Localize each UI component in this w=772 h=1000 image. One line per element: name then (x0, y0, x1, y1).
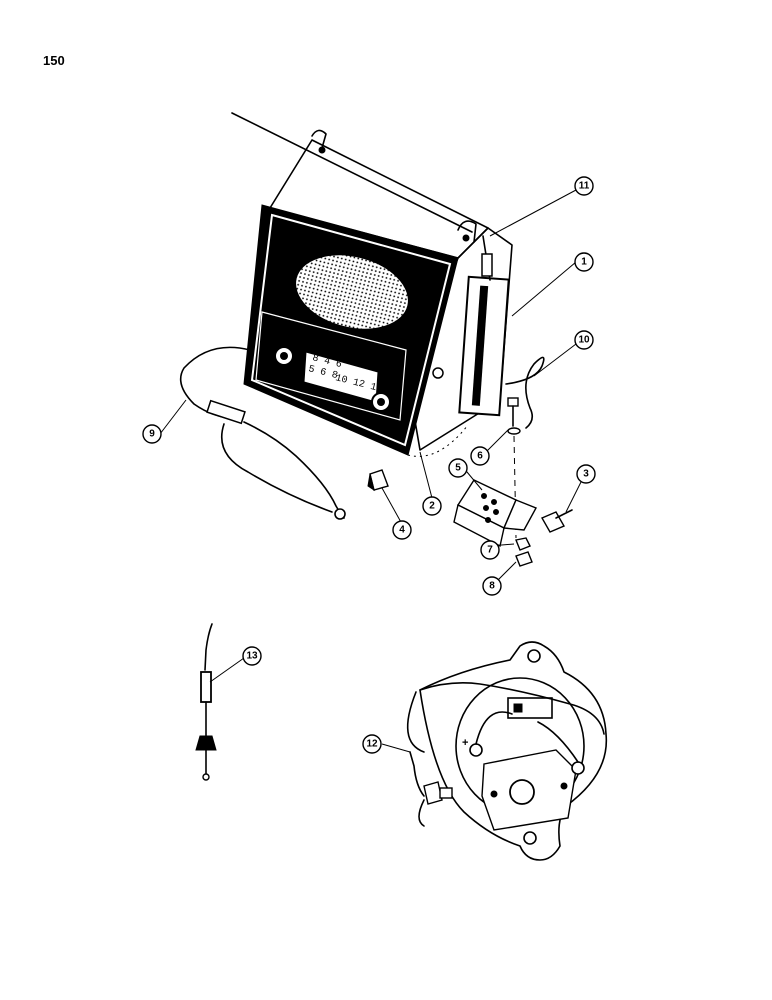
nut-7-icon (515, 537, 531, 551)
nut-8-icon (515, 551, 533, 567)
hinge-left (311, 129, 327, 149)
inline-fuse-holder (206, 399, 246, 425)
svg-text:8: 8 (489, 581, 495, 592)
washer-6-icon (507, 427, 521, 435)
antenna-lead-13 (195, 623, 217, 781)
terminal-plus-icon (469, 743, 483, 757)
speaker-grille (294, 253, 410, 331)
terminal-ground-icon (571, 761, 585, 775)
antenna-plug-icon (195, 735, 217, 751)
callout-1: 1 (574, 252, 594, 272)
svg-text:12: 12 (366, 739, 378, 750)
svg-text:2: 2 (429, 501, 435, 512)
svg-text:1: 1 (581, 257, 587, 268)
callout-5: 5 (448, 458, 468, 478)
svg-text:13: 13 (246, 651, 258, 662)
ground-strap-cable (505, 356, 545, 429)
svg-text:9: 9 (149, 429, 155, 440)
callout-3: 3 (576, 464, 596, 484)
callout-6: 6 (470, 446, 490, 466)
ring-terminal-icon (334, 508, 346, 520)
suppressor-12-icon (423, 781, 443, 805)
mounting-hardware (367, 397, 573, 567)
bolt-6-icon (507, 397, 519, 407)
callout-8: 8 (482, 576, 502, 596)
svg-text:11: 11 (579, 181, 590, 192)
svg-text:5: 5 (455, 463, 461, 474)
callout-7: 7 (480, 540, 500, 560)
callouts: 1 2 3 4 5 6 7 8 9 10 11 12 13 (142, 176, 596, 754)
callout-12: 12 (362, 734, 382, 754)
callout-4: 4 (392, 520, 412, 540)
power-unit (458, 235, 545, 429)
callout-11: 11 (574, 176, 594, 196)
svg-text:6: 6 (477, 451, 483, 462)
callout-9: 9 (142, 424, 162, 444)
callout-13: 13 (242, 646, 262, 666)
antenna-rod (231, 112, 473, 233)
alternator-assembly: + (406, 641, 608, 861)
radio-assembly: 5 6 8 10 12 14 16 8 4 6 (231, 112, 513, 457)
svg-text:4: 4 (399, 525, 405, 536)
capacitor-13-icon (200, 671, 212, 703)
callout-10: 10 (574, 330, 594, 350)
svg-text:+: + (462, 737, 468, 749)
hinge-right (457, 220, 477, 243)
power-lead-9 (179, 346, 346, 520)
callout-2: 2 (422, 496, 442, 516)
svg-text:7: 7 (487, 545, 493, 556)
svg-text:10: 10 (578, 335, 590, 346)
svg-text:3: 3 (583, 469, 589, 480)
page-number: 150 (43, 53, 65, 68)
side-screw-icon (432, 367, 444, 379)
brush-holder (507, 697, 553, 719)
